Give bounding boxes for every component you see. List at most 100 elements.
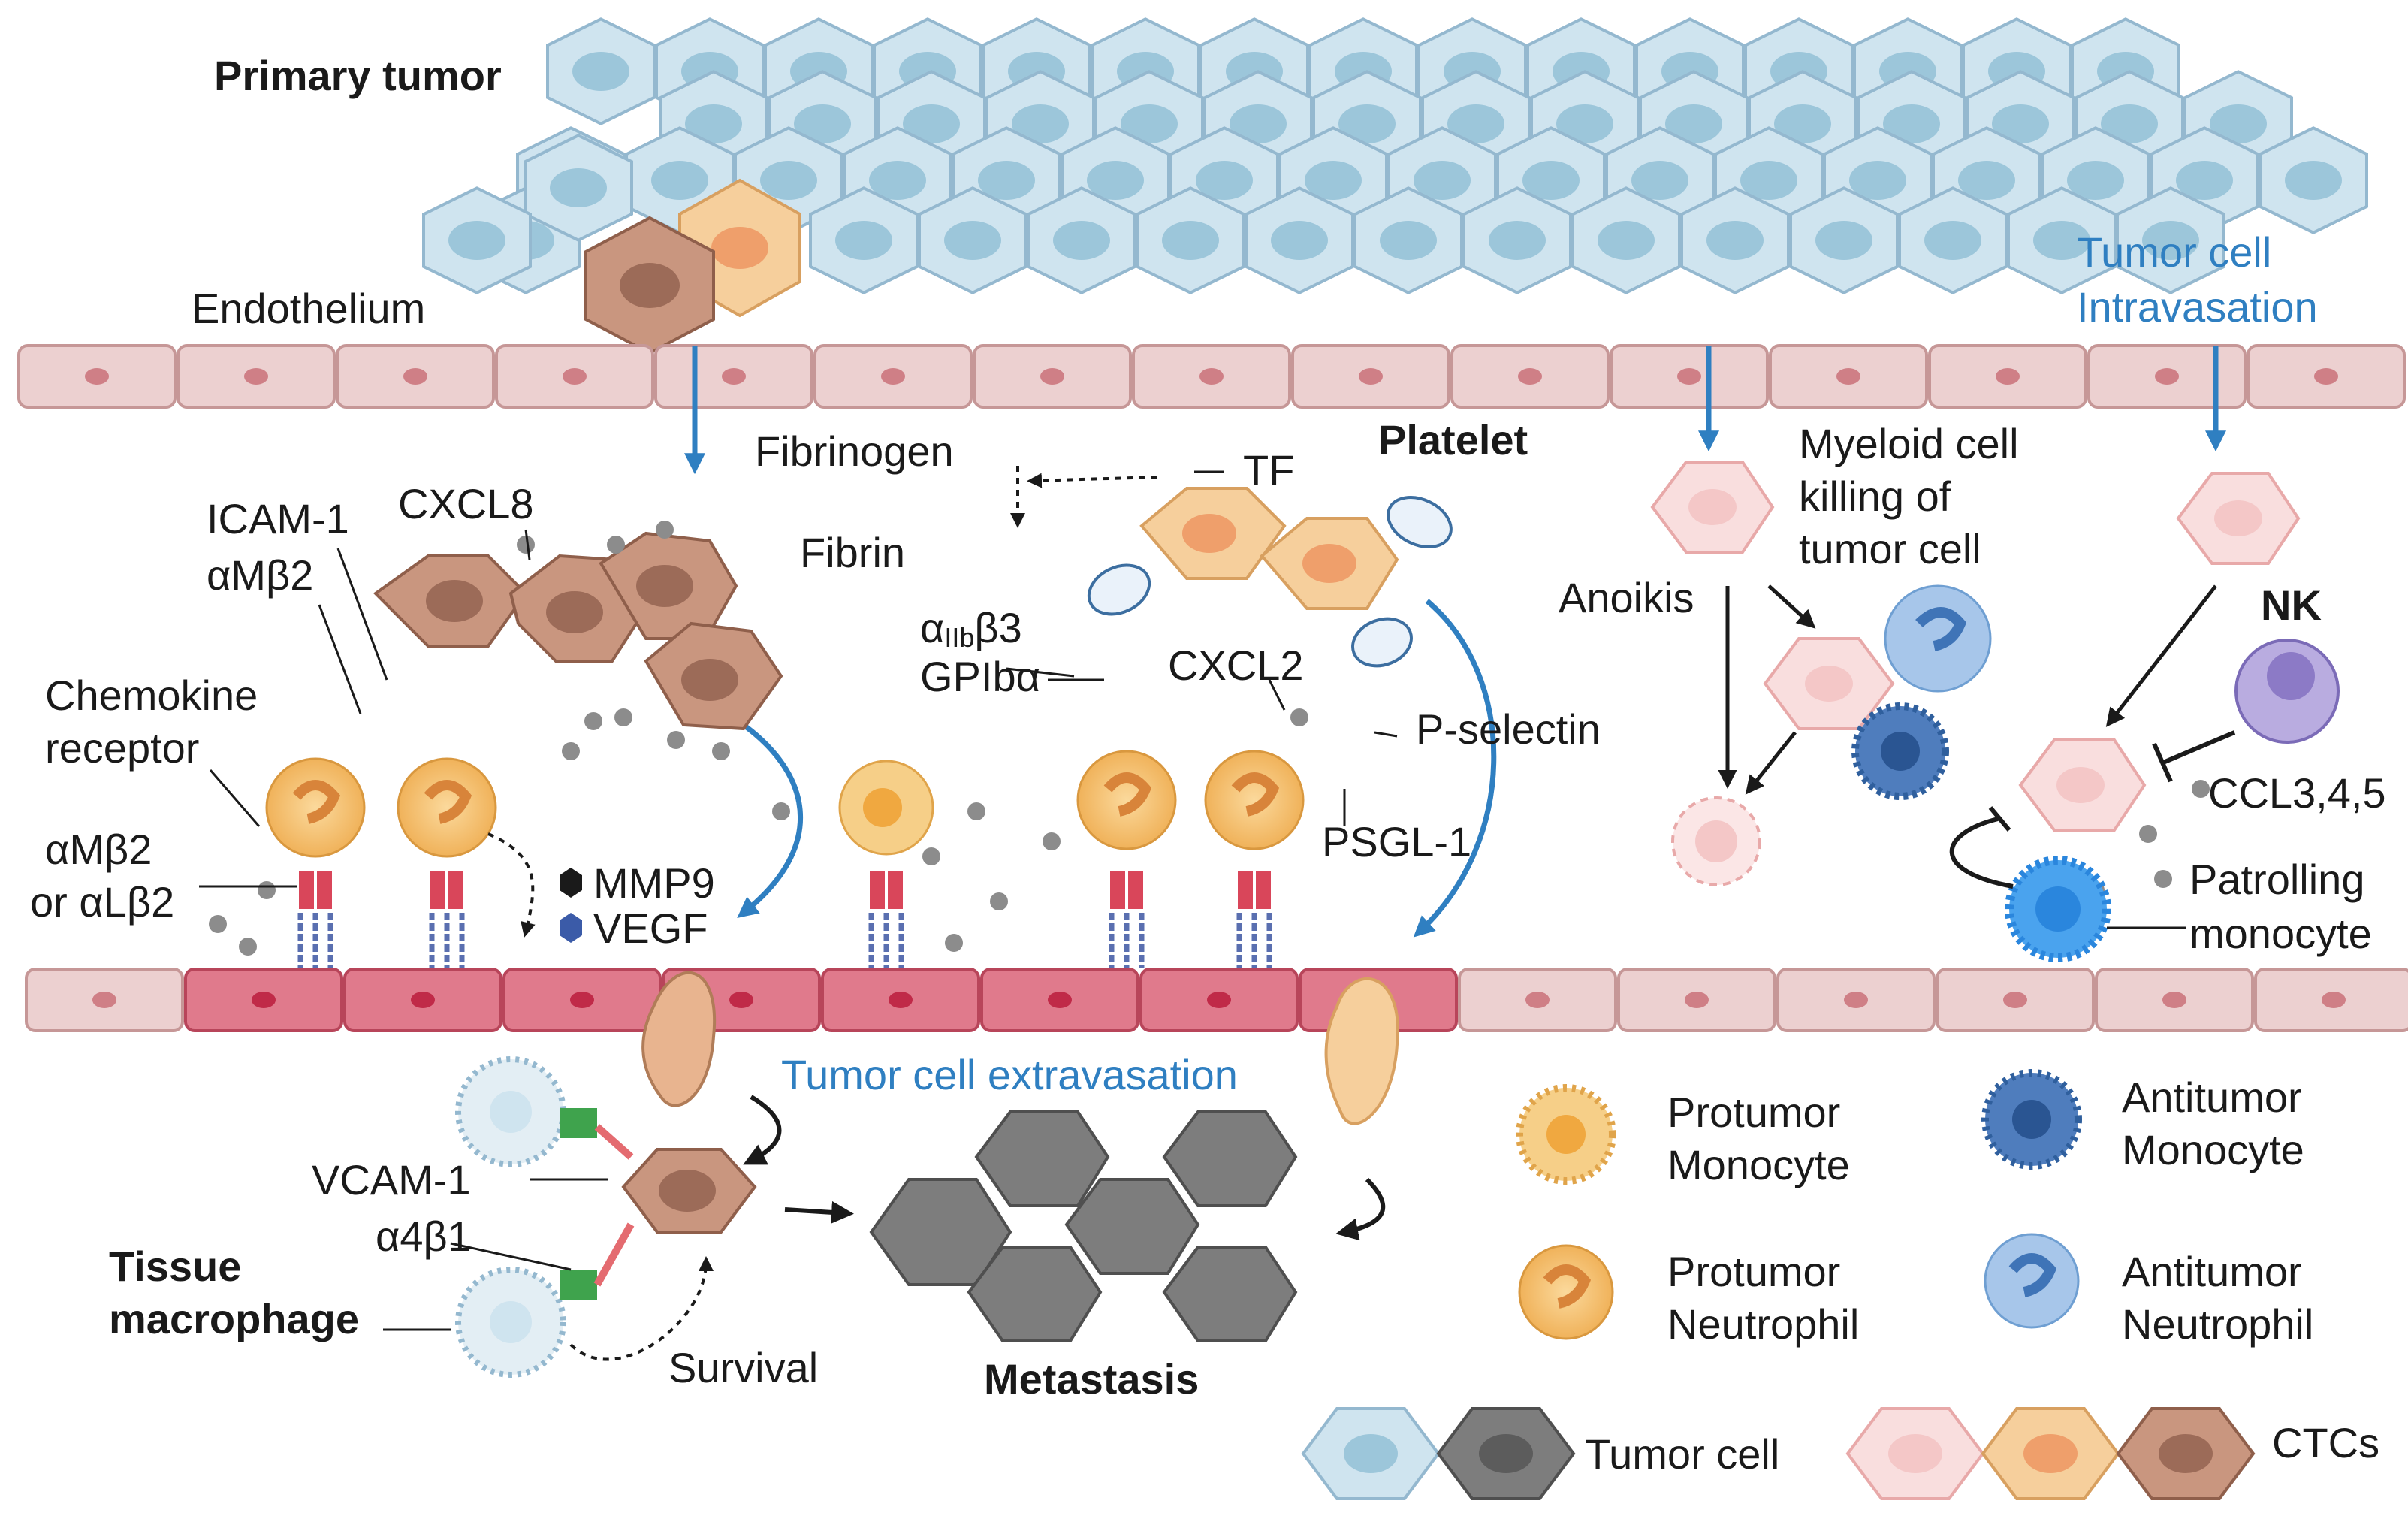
legend-protumor-monocyte-icon xyxy=(1516,1084,1616,1185)
legend-protumor-monocyte-1: Protumor xyxy=(1667,1089,1840,1136)
primary-tumor-cells xyxy=(422,17,2368,294)
bottom-endothelial-cell-11 xyxy=(1776,968,1936,1032)
tissue-macrophage-label-1: Tissue xyxy=(109,1243,241,1290)
tf-label: TF xyxy=(1243,446,1294,494)
legend-antitumor-neutrophil-2: Neutrophil xyxy=(2122,1300,2313,1348)
bottom-endothelial-cell-3 xyxy=(502,968,662,1032)
bottom-endothelial-cell-6 xyxy=(980,968,1139,1032)
bottom-endothelial-cell-13 xyxy=(2095,968,2254,1032)
legend-ctcs: CTCs xyxy=(2272,1419,2379,1466)
integrin-pair-3 xyxy=(1109,871,1145,968)
patrolling-monocyte xyxy=(2005,856,2111,962)
bottom-endothelial-cell-0 xyxy=(25,968,184,1032)
ctc-brown-entering xyxy=(584,216,715,355)
tumor-cell-52 xyxy=(1353,186,1463,294)
chemokine-dot-15 xyxy=(2139,825,2157,843)
vegf-icon xyxy=(560,913,582,943)
vcam1-label: VCAM-1 xyxy=(312,1156,471,1203)
patrolling-label-2: monocyte xyxy=(2189,910,2372,957)
chemokine-dot-13 xyxy=(945,934,963,952)
primary-tumor-label: Primary tumor xyxy=(214,52,502,99)
top-endothelial-cell-13 xyxy=(2087,344,2247,409)
legend-antitumor-monocyte-1: Antitumor xyxy=(2122,1074,2302,1121)
top-endothelial-cell-6 xyxy=(973,344,1132,409)
bottom-endothelial-cell-2 xyxy=(343,968,502,1032)
top-endothelial-cell-12 xyxy=(1928,344,2087,409)
a4b1-label: α4β1 xyxy=(376,1212,471,1260)
cxcl2-label: CXCL2 xyxy=(1168,642,1304,689)
bottom-endothelial-cell-14 xyxy=(2254,968,2408,1032)
ctc-brown-nuclei xyxy=(426,565,738,701)
tissue-macrophage-label-2: macrophage xyxy=(109,1295,359,1342)
top-endothelial-cell-3 xyxy=(495,344,654,409)
tumor-cell-54 xyxy=(1571,186,1681,294)
p-selectin-label: P-selectin xyxy=(1416,705,1601,753)
tissue-macrophage-nuclei xyxy=(490,1091,532,1343)
bottom-endothelial-cell-12 xyxy=(1936,968,2095,1032)
top-endothelial-cell-10 xyxy=(1610,344,1769,409)
chemokine-dot-6 xyxy=(667,731,685,749)
legend-antitumor-neutrophil-1: Antitumor xyxy=(2122,1248,2302,1295)
amb2-or-alb2-label-2: or αLβ2 xyxy=(30,878,174,926)
top-endothelial-cell-2 xyxy=(336,344,495,409)
chemokine-dot-8 xyxy=(772,802,790,820)
chemokine-dot-11 xyxy=(1043,832,1061,850)
top-endothelium xyxy=(17,344,2406,409)
inhibit-lines xyxy=(1949,730,2236,889)
tumor-cell-48 xyxy=(918,186,1027,294)
ccl345-label: CCL3,4,5 xyxy=(2208,769,2386,817)
tumor-cell-53 xyxy=(1462,186,1572,294)
top-endothelial-cell-1 xyxy=(177,344,336,409)
vegf-label: VEGF xyxy=(593,904,708,952)
leader-lines xyxy=(199,470,2186,1331)
bottom-endothelial-cell-5 xyxy=(821,968,980,1032)
chemokine-receptor-label-2: receptor xyxy=(45,724,199,772)
integrin-pair-4 xyxy=(1236,871,1272,968)
anoikis-label: Anoikis xyxy=(1559,574,1694,621)
chemokine-dot-20 xyxy=(239,938,257,956)
legend-antitumor-monocyte-icon xyxy=(1981,1069,2082,1170)
top-endothelial-cell-5 xyxy=(813,344,973,409)
chemokine-receptor-label-1: Chemokine xyxy=(45,672,258,719)
legend-protumor-neutrophil-icon xyxy=(1518,1244,1614,1340)
platelet-label: Platelet xyxy=(1378,416,1528,464)
icam1-label: ICAM-1 xyxy=(207,495,349,542)
tumor-cell-56 xyxy=(1789,186,1899,294)
myeloid-label-2: killing of xyxy=(1799,473,1951,520)
top-endothelial-cell-14 xyxy=(2247,344,2406,409)
mmp9-label: MMP9 xyxy=(593,859,715,907)
chemokine-dot-10 xyxy=(922,847,940,865)
black-arrows-right xyxy=(1718,584,2217,795)
cxcl8-label: CXCL8 xyxy=(398,480,534,527)
dashed-arrows xyxy=(487,466,1157,1361)
protumor-neutrophil-3 xyxy=(1076,750,1177,850)
tumor-cell-47 xyxy=(809,186,919,294)
legend-protumor-neutrophil-1: Protumor xyxy=(1667,1248,1840,1295)
chemokine-dot-17 xyxy=(2154,870,2172,888)
chemokine-dot-12 xyxy=(990,892,1008,910)
metastasis-label: Metastasis xyxy=(984,1355,1199,1403)
survival-label: Survival xyxy=(668,1344,818,1391)
myeloid-label-3: tumor cell xyxy=(1799,525,1981,572)
legend-tumor-cell: Tumor cell xyxy=(1585,1430,1779,1478)
gpiba-label: GPIbα xyxy=(920,653,1040,700)
tumor-cell-57 xyxy=(1898,186,2008,294)
ctc-pink-nuclei xyxy=(1688,489,2262,803)
tumor-cell-0 xyxy=(546,17,656,125)
patrolling-label-1: Patrolling xyxy=(2189,856,2364,903)
integrin-adhesion-molecules xyxy=(297,871,1272,968)
platelets xyxy=(1087,496,1453,668)
mmp9-icon xyxy=(560,868,582,898)
legend: Protumor Monocyte Antitumor Monocyte Pro… xyxy=(1301,1069,2379,1500)
chemokine-dot-1 xyxy=(607,536,625,554)
aiib-b3-label: αIIbβ3 xyxy=(920,604,1022,653)
chemokine-dot-14 xyxy=(1290,708,1308,726)
chemokine-dot-3 xyxy=(562,742,580,760)
fibrinogen-label: Fibrinogen xyxy=(755,427,954,475)
legend-tumor-cell-icons xyxy=(1301,1407,1576,1500)
amb2-top-label: αMβ2 xyxy=(207,551,313,599)
top-endothelial-cell-8 xyxy=(1291,344,1450,409)
metastasis-cells xyxy=(869,1110,1298,1342)
tumor-cell-49 xyxy=(1027,186,1136,294)
